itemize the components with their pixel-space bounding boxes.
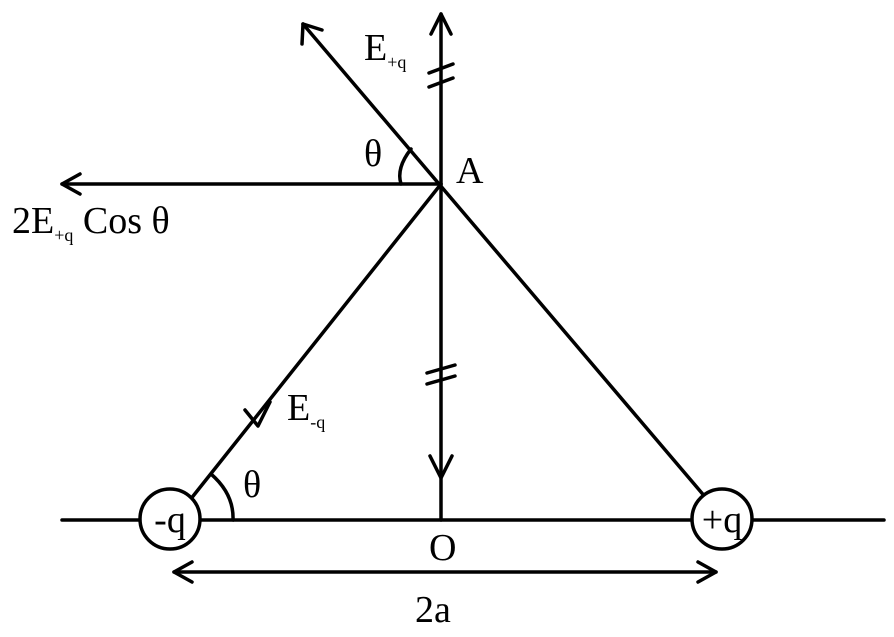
angle-label-top: θ xyxy=(364,133,382,175)
field-line-negative xyxy=(184,182,443,507)
positive-charge-circle xyxy=(690,487,754,551)
field-positive-arrowhead xyxy=(300,22,324,46)
resultant-arrowhead xyxy=(60,172,82,196)
field-negative-arrowhead xyxy=(243,400,272,428)
angle-arc-bottom xyxy=(209,472,235,522)
angle-arc-top xyxy=(398,147,413,186)
resultant-label: 2E+q Cos θ xyxy=(12,200,170,245)
origin-label: O xyxy=(429,527,456,569)
field-negative-label: E-q xyxy=(287,387,325,432)
bisector-up-arrowhead xyxy=(429,12,453,36)
upper-tick-2 xyxy=(427,76,455,89)
separation-arrowhead-right xyxy=(696,560,718,584)
bisector-down-arrowhead xyxy=(428,454,454,480)
upper-tick-1 xyxy=(427,62,455,75)
lower-tick-2 xyxy=(425,374,457,386)
angle-label-bottom: θ xyxy=(243,464,261,506)
separation-label: 2a xyxy=(415,589,451,631)
point-a-label: A xyxy=(456,150,484,192)
lower-tick-1 xyxy=(425,363,457,375)
negative-charge-circle xyxy=(138,487,202,551)
negative-charge-label: -q xyxy=(154,499,186,541)
field-line-positive xyxy=(301,22,714,507)
positive-charge-label: +q xyxy=(702,499,742,541)
field-positive-label: E+q xyxy=(364,27,406,72)
separation-arrowhead-left xyxy=(172,560,194,584)
